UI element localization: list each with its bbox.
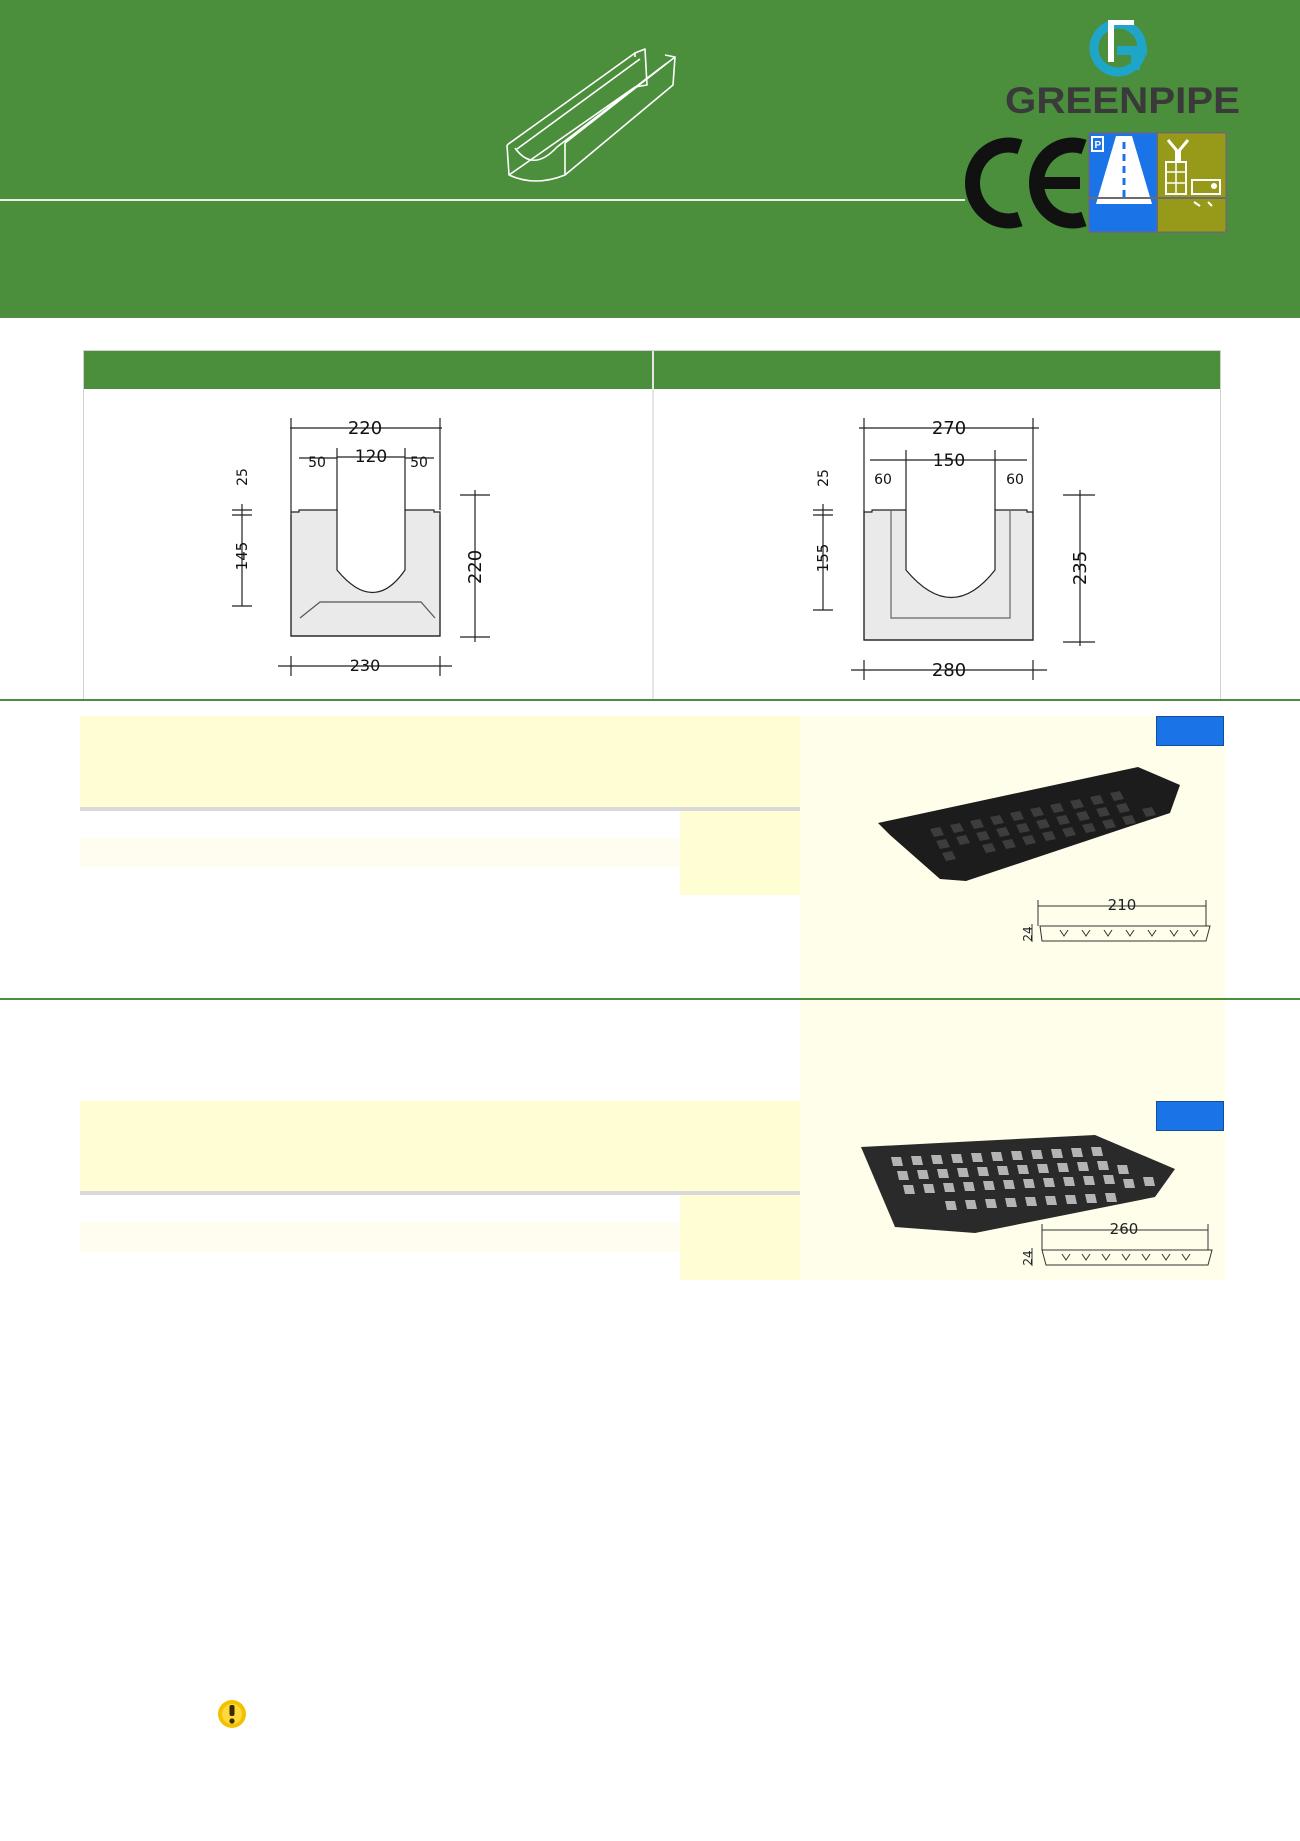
grate-photo bbox=[861, 1135, 1175, 1233]
dimensions-divider bbox=[652, 351, 654, 699]
dim-base-width: 230 bbox=[350, 656, 381, 675]
grate-height-label: 24 bbox=[1021, 1250, 1035, 1265]
spec-row-highlight bbox=[80, 1101, 800, 1191]
dim-total-height: 235 bbox=[1070, 551, 1091, 585]
section-rule bbox=[0, 998, 1300, 1000]
spec-divider bbox=[80, 807, 800, 811]
brand-name: GREENPIPE bbox=[1005, 80, 1240, 121]
load-class-badge bbox=[1156, 1101, 1224, 1131]
header-banner bbox=[0, 0, 1300, 318]
load-class-badge bbox=[1156, 716, 1224, 746]
dim-right-lip: 60 bbox=[1006, 472, 1024, 488]
dim-inner-depth: 155 bbox=[814, 544, 832, 573]
dim-right-lip: 50 bbox=[410, 455, 428, 471]
grate-width-label: 210 bbox=[1108, 896, 1137, 914]
spec-value-cell bbox=[680, 811, 800, 895]
grate-height-label: 24 bbox=[1021, 926, 1035, 941]
ce-mark-icon: CE bbox=[958, 137, 1087, 230]
dim-top-width: 220 bbox=[348, 418, 382, 439]
dim-inner-width: 120 bbox=[355, 447, 387, 467]
greenpipe-logo: GREENPIPE bbox=[1005, 14, 1240, 121]
spec-row-highlight bbox=[80, 716, 800, 807]
dim-top-width: 270 bbox=[932, 418, 966, 439]
header-divider bbox=[0, 199, 965, 201]
dim-inner-depth: 145 bbox=[233, 542, 251, 571]
dim-inner-width: 150 bbox=[933, 451, 965, 471]
grate-profile-drawing: 260 24 bbox=[1021, 1220, 1213, 1266]
warning-exclamation-icon bbox=[218, 1700, 246, 1728]
grate-slots bbox=[891, 1147, 1155, 1210]
grate-photo bbox=[878, 767, 1180, 881]
dim-lip-height: 25 bbox=[816, 469, 832, 487]
spec-row-stripe bbox=[80, 1222, 680, 1252]
grate-slots bbox=[930, 791, 1156, 861]
spec-divider bbox=[80, 1191, 800, 1195]
construction-site-icon bbox=[1158, 133, 1226, 232]
certification-badges: P bbox=[1088, 132, 1227, 233]
dim-lip-height: 25 bbox=[235, 468, 251, 486]
dim-left-lip: 60 bbox=[874, 472, 892, 488]
section-rule bbox=[0, 699, 1300, 701]
ce-label: CE bbox=[958, 228, 961, 230]
cross-section-drawing: 220 120 50 50 25 145 220 230 bbox=[232, 418, 490, 676]
spec-value-cell bbox=[680, 1195, 800, 1280]
cross-section-drawing: 270 150 60 60 25 155 235 280 bbox=[813, 418, 1095, 681]
grate-width-label: 260 bbox=[1110, 1220, 1139, 1238]
dimensions-header-left bbox=[84, 351, 653, 389]
spec-row-stripe bbox=[80, 838, 680, 867]
dim-base-width: 280 bbox=[932, 660, 966, 681]
svg-text:P: P bbox=[1095, 140, 1102, 151]
parking-road-icon: P bbox=[1089, 133, 1157, 232]
greenpipe-logo-icon bbox=[1089, 14, 1149, 77]
dimensions-header-right bbox=[654, 351, 1220, 389]
dim-left-lip: 50 bbox=[308, 455, 326, 471]
grate-profile-drawing: 210 24 bbox=[1021, 896, 1211, 942]
dim-total-height: 220 bbox=[465, 550, 486, 584]
channel-illustration bbox=[506, 48, 676, 182]
